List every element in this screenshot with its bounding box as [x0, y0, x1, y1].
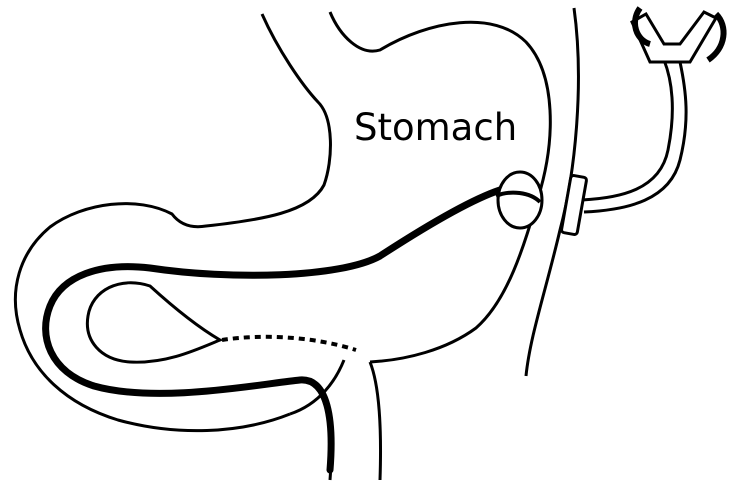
stomach-label: Stomach — [354, 106, 517, 149]
